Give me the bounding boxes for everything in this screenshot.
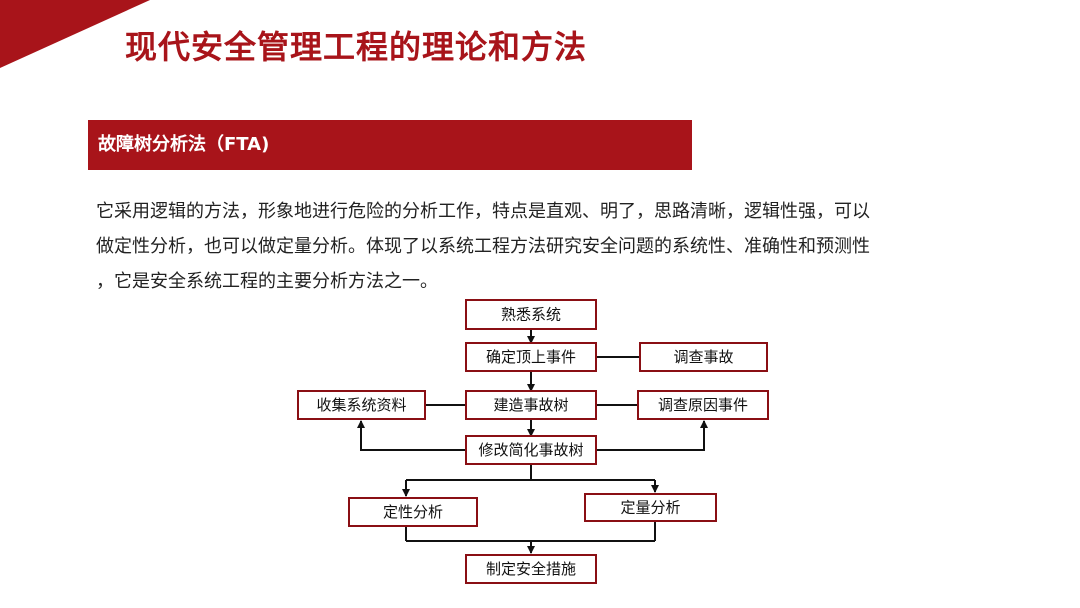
flow-node-label: 定性分析: [383, 503, 443, 521]
flow-node-label: 调查事故: [673, 348, 733, 366]
paragraph-line: 做定性分析，也可以做定量分析。体现了以系统工程方法研究安全问题的系统性、准确性和…: [96, 236, 870, 257]
flow-node-label: 调查原因事件: [658, 396, 748, 414]
flow-node-label: 修改简化事故树: [478, 441, 583, 459]
arrow-simplify-to-collect: [357, 420, 466, 451]
flow-node-measures: 制定安全措施: [465, 554, 597, 584]
section-heading-banner: 故障树分析法（FTA): [88, 120, 692, 170]
flow-node-label: 建造事故树: [493, 396, 568, 414]
section-heading: 故障树分析法（FTA): [98, 134, 270, 155]
paragraph-line: 它采用逻辑的方法，形象地进行危险的分析工作，特点是直观、明了，思路清晰，逻辑性强…: [96, 201, 870, 222]
description-paragraph: 它采用逻辑的方法，形象地进行危险的分析工作，特点是直观、明了，思路清晰，逻辑性强…: [96, 194, 996, 299]
flow-node-label: 确定顶上事件: [486, 348, 576, 366]
flow-node-build-tree: 建造事故树: [465, 390, 597, 420]
flow-node-top-event: 确定顶上事件: [465, 342, 597, 372]
flowchart-connectors: [357, 329, 708, 554]
flow-node-label: 制定安全措施: [486, 560, 576, 578]
flow-node-simplify-tree: 修改简化事故树: [465, 435, 597, 465]
flow-node-collect-data: 收集系统资料: [297, 390, 426, 420]
flow-node-qualitative: 定性分析: [348, 497, 478, 527]
arrow-simplify-to-causes: [596, 420, 708, 451]
flow-node-label: 定量分析: [620, 499, 680, 517]
paragraph-line: ，它是安全系统工程的主要分析方法之一。: [96, 271, 438, 292]
flow-node-investigate-causes: 调查原因事件: [637, 390, 769, 420]
flow-node-quantitative: 定量分析: [584, 493, 717, 522]
flow-node-investigate-accident: 调查事故: [639, 342, 768, 372]
flow-node-familiarize: 熟悉系统: [465, 299, 597, 330]
slide-title: 现代安全管理工程的理论和方法: [125, 28, 588, 66]
flow-node-label: 熟悉系统: [501, 306, 561, 324]
corner-accent: [0, 0, 150, 68]
flow-node-label: 收集系统资料: [316, 396, 406, 414]
